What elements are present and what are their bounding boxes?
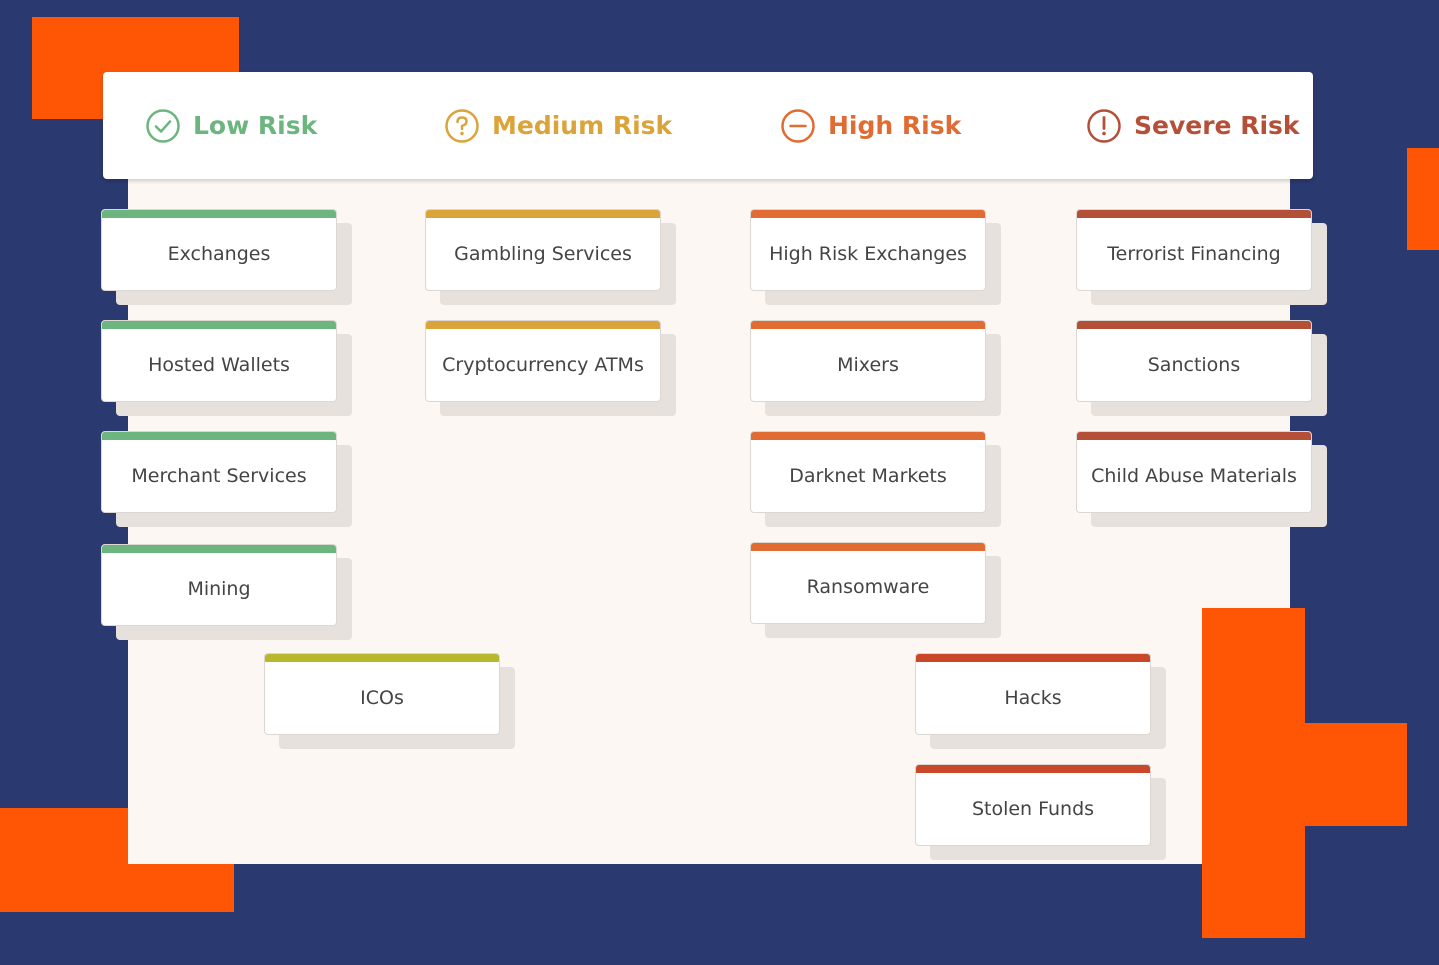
card-color-bar <box>102 321 336 329</box>
card-label: Cryptocurrency ATMs <box>442 354 644 376</box>
question-circle-icon <box>444 108 480 144</box>
card-color-bar <box>751 321 985 329</box>
decor-tab-right <box>1407 148 1439 250</box>
card-cryptocurrency-atms: Cryptocurrency ATMs <box>425 320 661 402</box>
card-label: Mining <box>187 578 251 600</box>
card-mixers: Mixers <box>750 320 986 402</box>
card-color-bar <box>751 210 985 218</box>
legend-severe-risk-label: Severe Risk <box>1134 111 1300 140</box>
card-label: Merchant Services <box>131 465 307 487</box>
minus-circle-icon <box>780 108 816 144</box>
legend-high-risk-label: High Risk <box>828 111 962 140</box>
legend-severe-risk: Severe Risk <box>1086 72 1300 179</box>
card-color-bar <box>916 654 1150 662</box>
card-label: Stolen Funds <box>971 798 1095 820</box>
card-color-bar <box>265 654 499 662</box>
card-color-bar <box>426 210 660 218</box>
card-color-bar <box>1077 321 1311 329</box>
card-color-bar <box>1077 210 1311 218</box>
check-circle-icon <box>145 108 181 144</box>
card-label: Terrorist Financing <box>1107 243 1281 265</box>
card-label: High Risk Exchanges <box>769 243 967 265</box>
legend-medium-risk: Medium Risk <box>444 72 672 179</box>
legend-low-risk: Low Risk <box>145 72 317 179</box>
card-color-bar <box>916 765 1150 773</box>
card-ransomware: Ransomware <box>750 542 986 624</box>
decor-cross-horizontal <box>1202 723 1407 826</box>
legend-medium-risk-label: Medium Risk <box>492 111 673 140</box>
card-color-bar <box>102 210 336 218</box>
card-high-risk-exchanges: High Risk Exchanges <box>750 209 986 291</box>
card-label: Child Abuse Materials <box>1091 465 1297 487</box>
card-label: Darknet Markets <box>789 465 947 487</box>
card-gambling-services: Gambling Services <box>425 209 661 291</box>
card-child-abuse-materials: Child Abuse Materials <box>1076 431 1312 513</box>
card-label: Hacks <box>1004 687 1062 709</box>
card-hacks: Hacks <box>915 653 1151 735</box>
card-color-bar <box>751 432 985 440</box>
card-color-bar <box>102 432 336 440</box>
card-label: Mixers <box>837 354 899 376</box>
card-darknet-markets: Darknet Markets <box>750 431 986 513</box>
card-terrorist-financing: Terrorist Financing <box>1076 209 1312 291</box>
card-label: Hosted Wallets <box>148 354 290 376</box>
legend-high-risk: High Risk <box>780 72 961 179</box>
risk-legend: Low Risk Medium Risk High Risk Severe Ri… <box>103 72 1313 179</box>
card-color-bar <box>426 321 660 329</box>
legend-low-risk-label: Low Risk <box>193 111 318 140</box>
card-sanctions: Sanctions <box>1076 320 1312 402</box>
card-merchant-services: Merchant Services <box>101 431 337 513</box>
card-color-bar <box>102 545 336 553</box>
card-label: Exchanges <box>167 243 271 265</box>
exclamation-circle-icon <box>1086 108 1122 144</box>
card-color-bar <box>1077 432 1311 440</box>
card-color-bar <box>751 543 985 551</box>
card-label: Ransomware <box>806 576 930 598</box>
card-exchanges: Exchanges <box>101 209 337 291</box>
card-label: Sanctions <box>1147 354 1241 376</box>
card-mining: Mining <box>101 544 337 626</box>
card-label: ICOs <box>360 687 404 709</box>
card-hosted-wallets: Hosted Wallets <box>101 320 337 402</box>
card-stolen-funds: Stolen Funds <box>915 764 1151 846</box>
card-icos: ICOs <box>264 653 500 735</box>
card-label: Gambling Services <box>454 243 632 265</box>
